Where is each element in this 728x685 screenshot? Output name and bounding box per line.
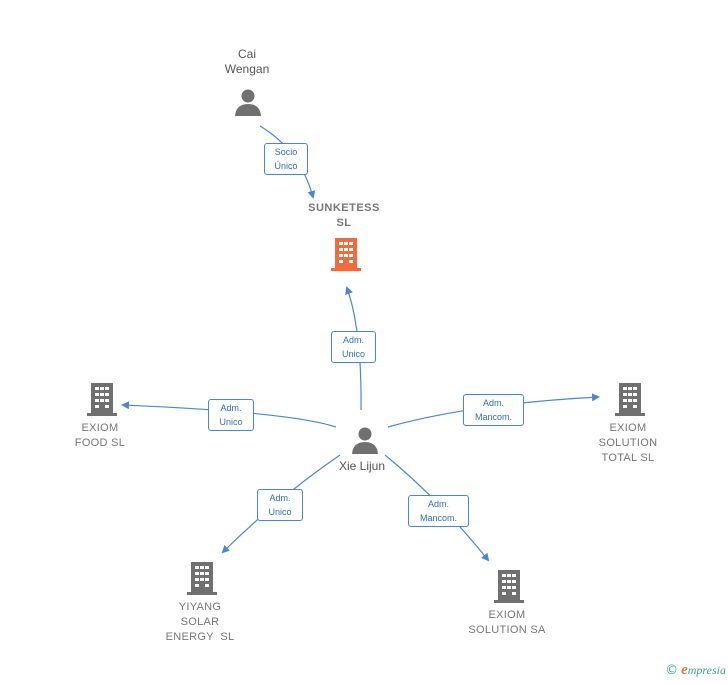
edge-label-line: Adm. bbox=[342, 335, 364, 345]
person-icon[interactable] bbox=[350, 425, 380, 455]
brand-initial: e bbox=[681, 662, 688, 678]
node-name-line: EXIOM bbox=[81, 422, 119, 434]
node-label-sunketess: SUNKETESS SL bbox=[308, 201, 380, 231]
edge-label-socio-unico[interactable]: Socio Único bbox=[264, 143, 308, 175]
edge-label-line: Mancom. bbox=[419, 513, 457, 523]
node-name-line: EXIOM bbox=[609, 422, 647, 434]
node-name-line: SOLUTION SA bbox=[468, 624, 546, 636]
edge-label-line: Unico bbox=[219, 417, 243, 427]
edge-label-line: Adm. bbox=[482, 398, 504, 408]
node-name-line: Wengan bbox=[224, 62, 270, 76]
building-icon[interactable] bbox=[330, 237, 362, 272]
node-name-line: Cai bbox=[237, 47, 257, 61]
node-name-line: SOLAR bbox=[180, 616, 220, 628]
node-label-exiom-food: EXIOM FOOD SL bbox=[75, 421, 125, 451]
node-label-exiom-solution-total: EXIOM SOLUTION TOTAL SL bbox=[599, 421, 658, 466]
node-name-line: FOOD SL bbox=[74, 437, 126, 449]
node-name-line: EXIOM bbox=[488, 609, 526, 621]
node-name-line: Xie Lijun bbox=[338, 459, 386, 473]
node-name-line: SL bbox=[336, 217, 352, 229]
empresia-logo: ©empresia bbox=[665, 662, 726, 679]
edge-label-line: Unico bbox=[268, 507, 292, 517]
node-label-yiyang-solar: YIYANG SOLAR ENERGY SL bbox=[166, 600, 235, 645]
edge-label-line: Único bbox=[274, 161, 298, 171]
edge-label-adm-unico-sunketess[interactable]: Adm. Unico bbox=[331, 331, 376, 363]
edge-label-adm-mancom-exiom-total[interactable]: Adm. Mancom. bbox=[463, 394, 524, 426]
building-icon[interactable] bbox=[86, 382, 118, 417]
building-icon[interactable] bbox=[614, 382, 646, 417]
edge-label-line: Mancom. bbox=[474, 412, 512, 422]
copyright-icon: © bbox=[665, 663, 679, 678]
node-name-line: SOLUTION bbox=[598, 437, 658, 449]
edge-label-line: Adm. bbox=[427, 499, 449, 509]
edge-label-adm-unico-exiom-food[interactable]: Adm. Unico bbox=[208, 399, 254, 431]
edge-label-line: Unico bbox=[341, 349, 365, 359]
person-icon[interactable] bbox=[233, 87, 263, 117]
edge-label-adm-mancom-exiom-sa[interactable]: Adm. Mancom. bbox=[408, 495, 469, 527]
edge-label-line: Adm. bbox=[269, 493, 291, 503]
edge-label-line: Socio bbox=[274, 147, 298, 157]
node-label-exiom-solution-sa: EXIOM SOLUTION SA bbox=[468, 608, 545, 638]
building-icon[interactable] bbox=[186, 561, 218, 596]
node-name-line: ENERGY SL bbox=[165, 631, 235, 643]
node-name-line: YIYANG bbox=[178, 601, 222, 613]
node-name-line: TOTAL SL bbox=[601, 452, 655, 464]
building-icon[interactable] bbox=[493, 569, 525, 604]
brand-name: mpresia bbox=[687, 663, 726, 677]
edge-label-adm-unico-yiyang[interactable]: Adm. Unico bbox=[257, 489, 303, 521]
node-label-xie-lijun: Xie Lijun bbox=[339, 459, 385, 474]
edge-label-line: Adm. bbox=[220, 403, 242, 413]
edge-xie-to-exiom-food bbox=[121, 401, 337, 428]
node-name-line: SUNKETESS bbox=[308, 202, 380, 214]
node-label-cai-wengan: Cai Wengan bbox=[225, 47, 269, 77]
